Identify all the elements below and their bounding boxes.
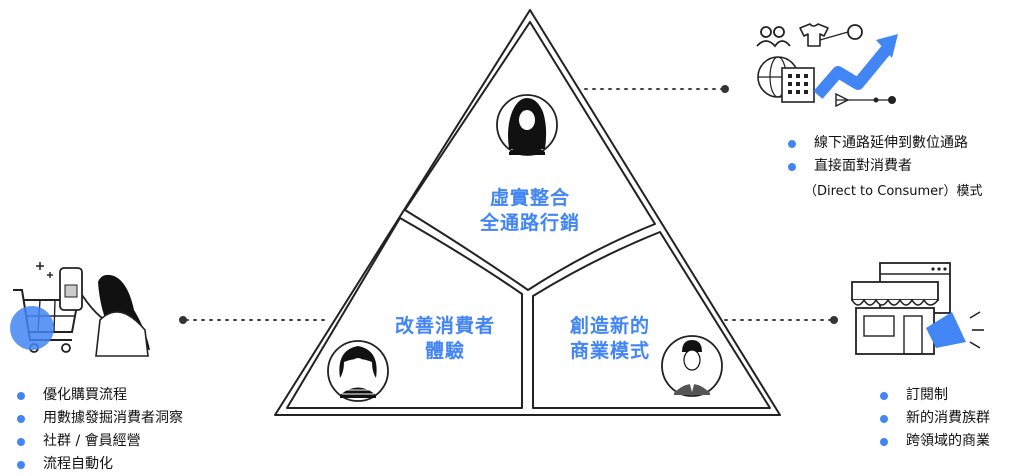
connector-dot: [830, 316, 838, 324]
connector-dot: [721, 85, 729, 93]
title-line: 商業模式: [569, 340, 650, 362]
storefront-megaphone-icon: [851, 262, 984, 355]
title-line: 創造新的: [569, 315, 650, 337]
omnichannel-growth-icon: [756, 23, 898, 108]
woman-shorthair-avatar-icon: [327, 340, 389, 402]
list-item: 跨領域的商業: [880, 430, 990, 453]
title-line: 虛實整合: [489, 187, 570, 209]
title-line: 改善消費者: [394, 315, 495, 337]
list-item: 社群 / 會員經營: [17, 430, 183, 453]
title-business-model: 創造新的 商業模式: [530, 314, 690, 364]
top-right-list: 線下通路延伸到數位通路 直接面對消費者: [788, 132, 968, 178]
list-item: 新的消費族群: [880, 407, 990, 430]
outer-triangle: [274, 9, 781, 416]
title-omnichannel: 虛實整合 全通路行銷: [435, 186, 625, 236]
title-consumer-experience: 改善消費者 體驗: [370, 314, 520, 364]
title-line: 體驗: [424, 340, 465, 362]
woman-longhair-avatar-icon: [496, 94, 558, 156]
list-item: 訂閱制: [880, 384, 990, 407]
list-item: 用數據發掘消費者洞察: [17, 407, 183, 430]
list-item: 流程自動化: [17, 453, 183, 476]
right-section: [532, 231, 771, 409]
left-section: [286, 217, 523, 409]
left-list: 優化購買流程 用數據發掘消費者洞察 社群 / 會員經營 流程自動化: [17, 384, 183, 476]
connector-dot: [179, 316, 187, 324]
list-item: 優化購買流程: [17, 384, 183, 407]
top-section: [404, 21, 656, 291]
shopper-phone-cart-icon: [10, 262, 150, 357]
dtc-note: （Direct to Consumer）模式: [804, 184, 983, 199]
man-suit-avatar-icon: [661, 335, 723, 397]
list-item: 直接面對消費者: [788, 155, 968, 178]
list-item: 線下通路延伸到數位通路: [788, 132, 968, 155]
title-line: 全通路行銷: [479, 212, 580, 234]
right-list: 訂閱制 新的消費族群 跨領域的商業: [880, 384, 990, 453]
